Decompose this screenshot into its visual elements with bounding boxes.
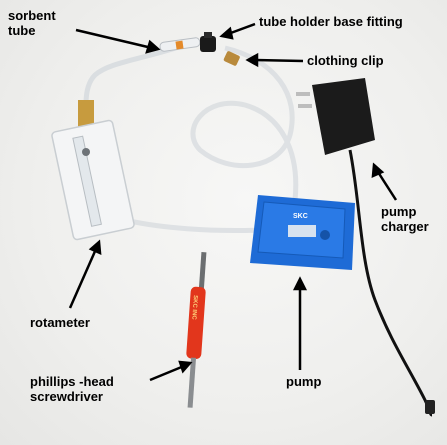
sorbent-tube-arrowhead xyxy=(145,39,161,54)
charger-plug xyxy=(425,400,435,414)
label-rotameter: rotameter xyxy=(30,315,90,330)
sorbent-tube-band xyxy=(175,40,184,50)
rotameter-arrowhead xyxy=(88,239,102,256)
charger-cord xyxy=(348,149,433,417)
screwdriver-shaft xyxy=(187,357,197,408)
pump-button xyxy=(320,230,330,240)
label-phillips-head-screwdriver: phillips -head screwdriver xyxy=(30,374,114,404)
screwdriver-handle-text: SKC INC xyxy=(190,295,198,321)
label-pump: pump xyxy=(286,374,322,389)
label-clothing-clip: clothing clip xyxy=(307,53,384,68)
charger-arrow xyxy=(376,171,398,201)
pump-display xyxy=(288,225,316,237)
fitting-arrowhead xyxy=(219,26,234,40)
tube-holder-fitting-cap xyxy=(204,32,212,38)
rotameter-brass-fitting xyxy=(78,100,94,130)
screwdriver-arrow xyxy=(149,364,185,382)
tubing-lower xyxy=(124,217,263,234)
label-sorbent-tube: sorbent tube xyxy=(8,8,56,38)
charger-arrowhead xyxy=(371,162,385,179)
clip-arrow xyxy=(254,58,304,63)
charger-prong-1 xyxy=(296,92,310,96)
sorbent-tube-arrow xyxy=(75,28,153,50)
screwdriver-arrowhead xyxy=(178,360,193,374)
tubing-upper xyxy=(83,42,186,105)
screwdriver-tip xyxy=(198,252,207,291)
pump-charger-body xyxy=(312,78,375,155)
rotameter-float xyxy=(82,148,90,156)
tube-holder-base-fitting xyxy=(200,36,216,52)
rotameter-body xyxy=(51,119,135,241)
label-tube-holder-base-fitting: tube holder base fitting xyxy=(259,14,403,29)
pump-arrowhead xyxy=(292,276,308,291)
callout-arrows xyxy=(68,22,398,382)
tubing-loop xyxy=(190,45,299,201)
rotameter-scale xyxy=(72,135,102,227)
rotameter-arrow xyxy=(68,248,98,309)
charger-prong-2 xyxy=(298,104,312,108)
clip-arrowhead xyxy=(245,52,259,68)
fitting-arrow xyxy=(227,22,256,36)
label-pump-charger: pump charger xyxy=(381,204,429,234)
pump-brand-text: SKC xyxy=(293,213,308,220)
screwdriver-handle xyxy=(186,286,206,359)
clothing-clip xyxy=(223,51,240,66)
